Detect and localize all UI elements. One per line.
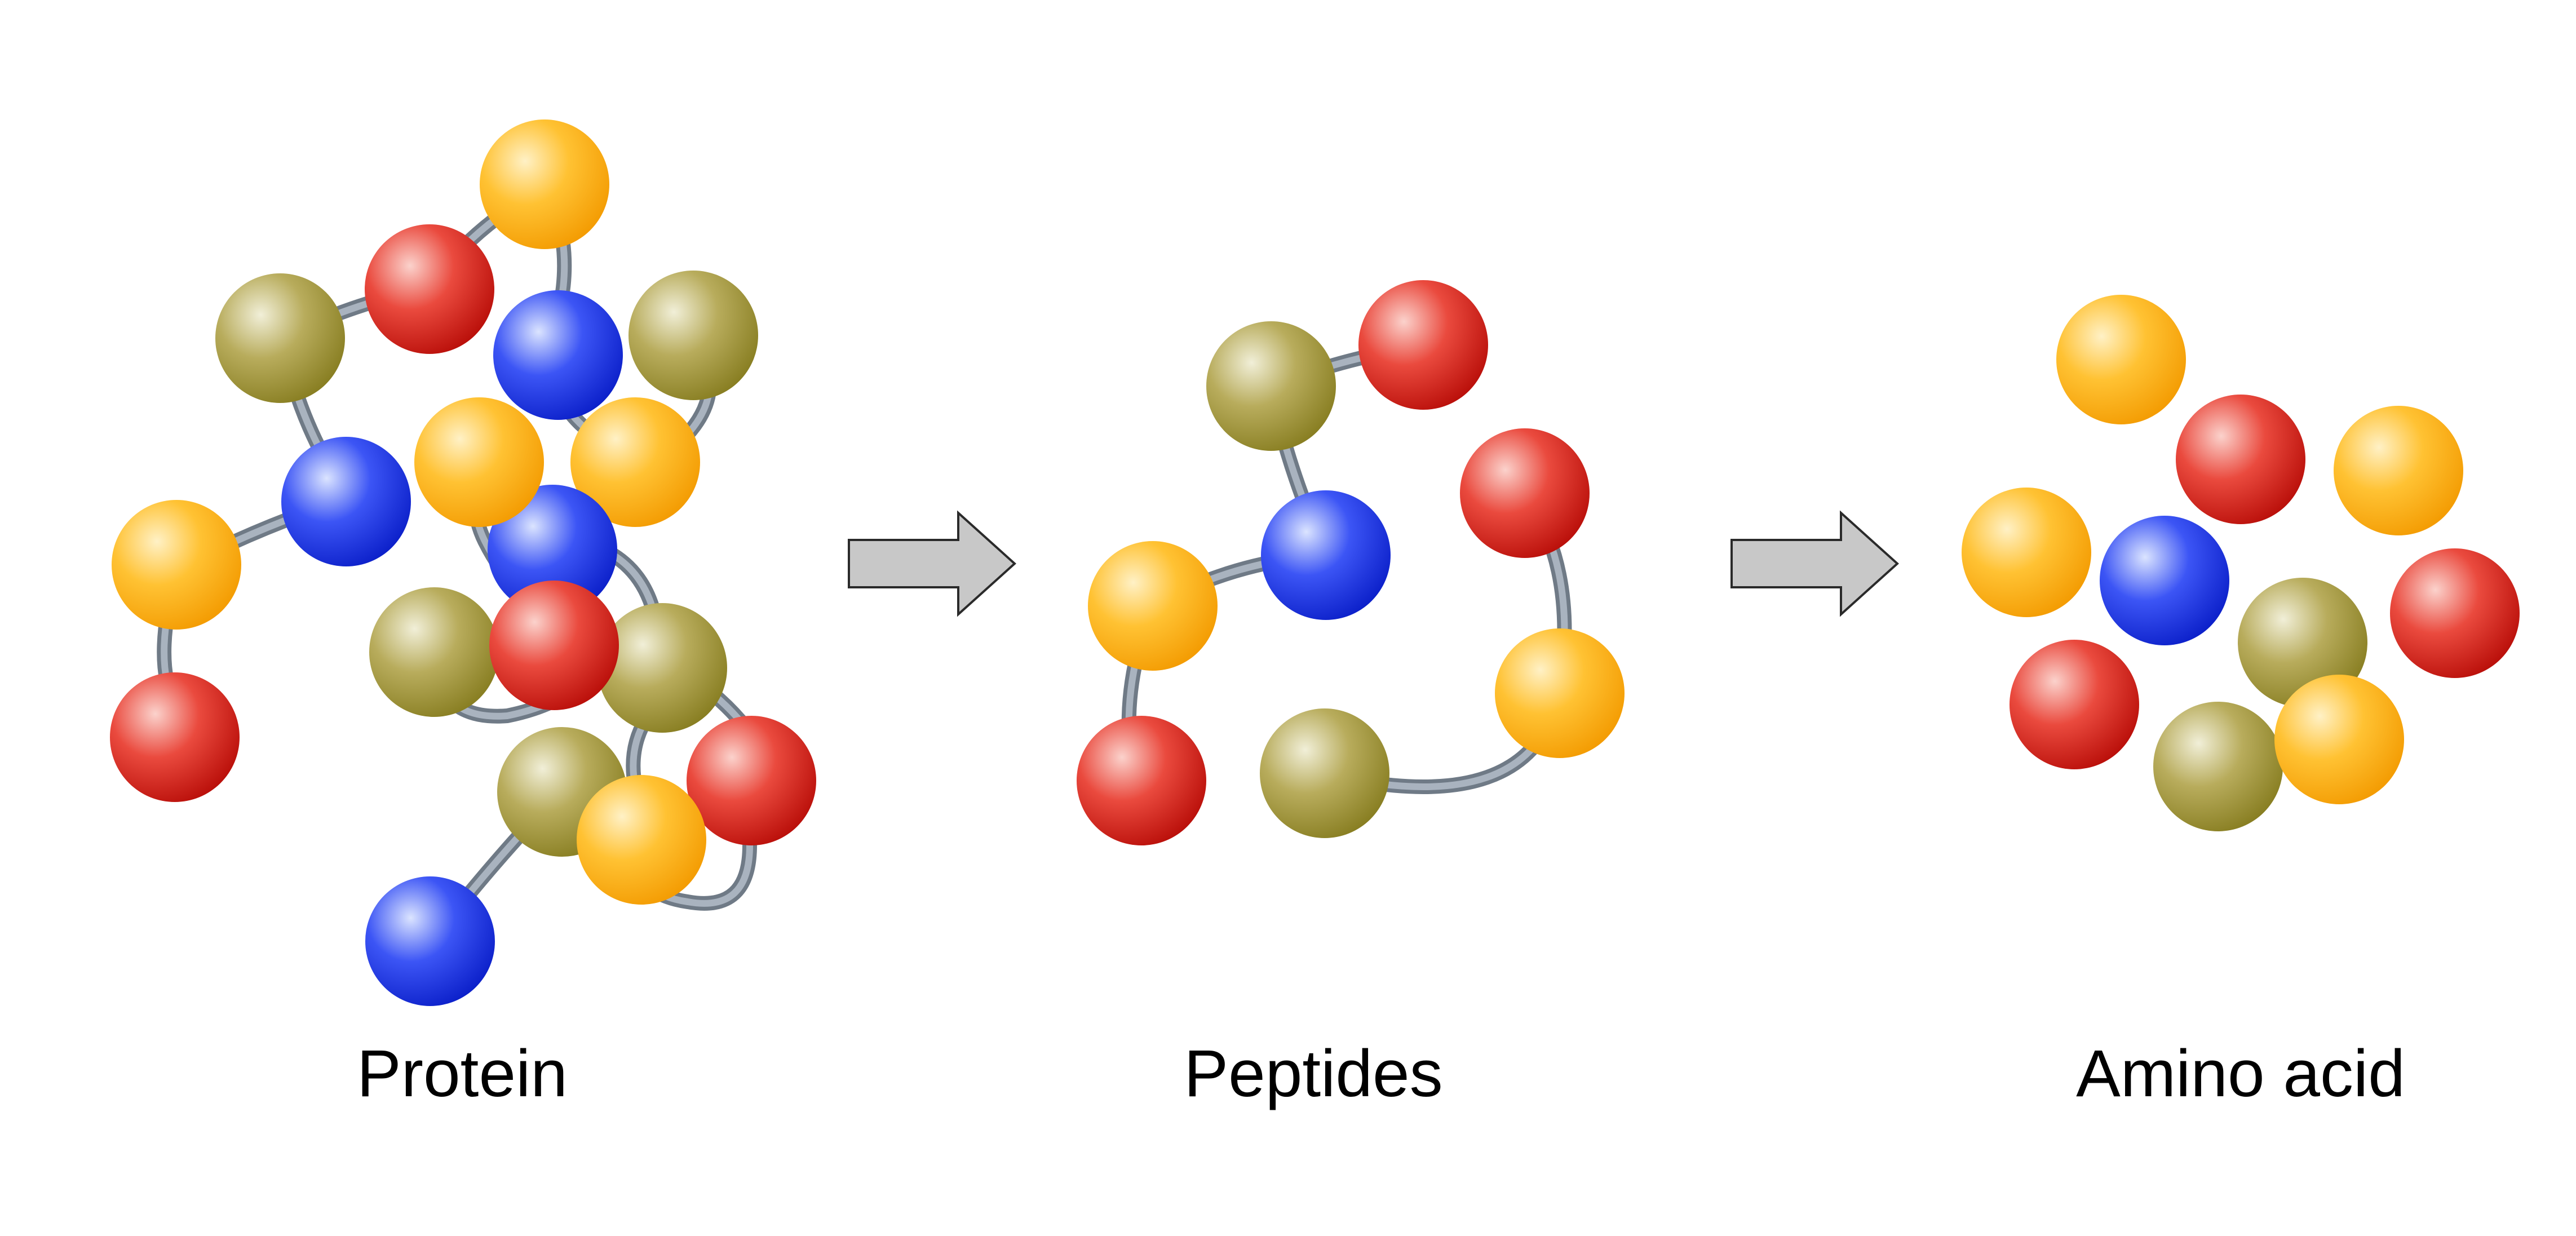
amino-acid-yellow: [1962, 488, 2091, 617]
protein-label: Protein: [357, 1036, 568, 1111]
amino-acid-olive: [2153, 702, 2283, 831]
amino-acid-blue: [493, 290, 623, 420]
amino-acid-blue: [2100, 516, 2229, 645]
amino-acid-olive: [1206, 321, 1336, 451]
amino-acid-red: [110, 672, 240, 802]
amino-acid-yellow: [2274, 675, 2404, 804]
right-arrow-icon: [848, 510, 1016, 617]
amino-acid-blue: [365, 876, 495, 1006]
free-amino-acids: Amino acid: [1962, 295, 2520, 1111]
amino-acid-red: [365, 224, 494, 354]
amino-acid-yellow: [577, 775, 706, 905]
amino-acid-label: Amino acid: [2076, 1036, 2405, 1111]
peptides-molecules: Peptides: [1077, 280, 1625, 1111]
amino-acid-olive: [1260, 708, 1389, 838]
protein-amino-acids: [110, 119, 816, 1006]
amino-acid-red: [489, 581, 619, 710]
amino-acid-olive: [369, 587, 499, 717]
amino-acid-red: [2176, 395, 2305, 524]
amino-acid-olive: [215, 273, 345, 403]
amino-acid-red: [1077, 716, 1206, 845]
peptide-amino-acids: [1077, 280, 1625, 845]
peptides-label: Peptides: [1184, 1036, 1442, 1111]
amino-acid-blue: [488, 485, 617, 614]
protein-molecule: Protein: [110, 119, 816, 1111]
amino-acid-yellow: [480, 119, 609, 249]
amino-acid-blue: [1261, 490, 1391, 620]
amino-acid-yellow: [2334, 406, 2463, 535]
amino-acid-red: [1358, 280, 1488, 410]
amino-acid-yellow: [1088, 541, 1218, 671]
amino-acid-red: [1460, 428, 1590, 558]
amino-acid-red: [687, 716, 816, 845]
amino-acid-red: [2010, 640, 2139, 769]
amino-acid-yellow: [2056, 295, 2186, 424]
amino-acid-blue: [281, 437, 411, 566]
amino-acid-yellow: [112, 500, 241, 630]
amino-acid-olive: [628, 271, 758, 400]
amino-acid-olive: [597, 603, 727, 733]
right-arrow-icon: [1730, 510, 1899, 617]
amino-acid-yellow: [570, 397, 700, 527]
amino-acid-red: [2390, 548, 2520, 678]
amino-acid-yellow: [1495, 628, 1625, 758]
amino-acid-yellow: [414, 397, 544, 527]
